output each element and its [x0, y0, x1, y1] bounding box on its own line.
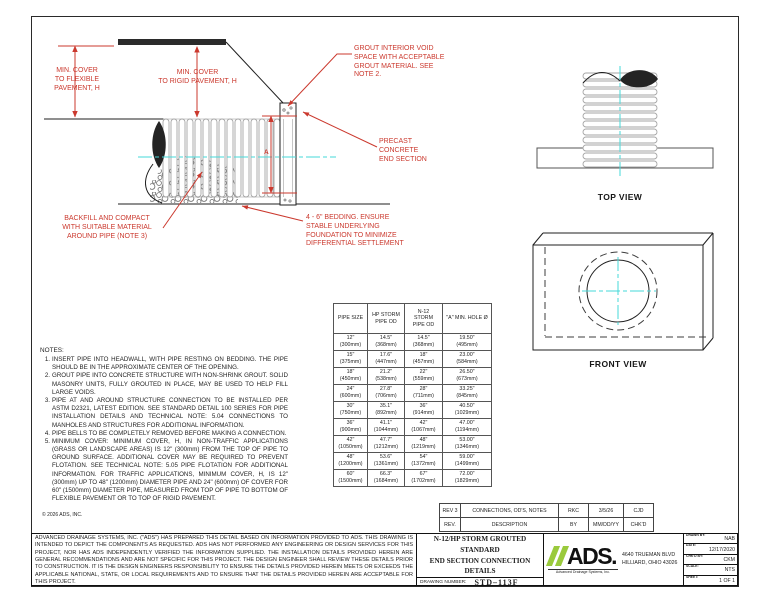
- note-item-3: 3. PIPE AT AND AROUND STRUCTURE CONNECTI…: [44, 396, 288, 429]
- rev-header-rev: REV.: [439, 517, 461, 532]
- table-row: 48" (1200mm)53.6" (1361mm) 54" (1372mm)5…: [333, 452, 492, 470]
- rev-chkd: CJD: [623, 503, 654, 518]
- pipe-crown-arc: [582, 72, 621, 84]
- precast-end-section-label: PRECAST CONCRETE END SECTION: [379, 138, 427, 163]
- rev-header-by: BY: [558, 517, 589, 532]
- grout-note-label: GROUT INTERIOR VOID SPACE WITH ACCEPTABL…: [354, 45, 445, 79]
- sheet-title: N-12/HP STORM GROUTED STANDARD END SECTI…: [429, 535, 531, 576]
- info-date: DATE: 12/17/2020: [684, 544, 737, 555]
- table-row: 36" (900mm)41.1" (1044mm) 42" (1067mm)47…: [333, 418, 492, 436]
- leader-precast: [302, 111, 378, 148]
- sheet-info-column: DRAWN BY: NAB DATE: 12/17/2020 CHK'D BY:…: [683, 533, 738, 586]
- ads-address: 4640 TRUEMAN BLVD HILLIARD, OHIO 43026: [622, 551, 678, 566]
- notes-section: NOTES: 1. INSERT PIPE INTO HEADWALL, WIT…: [40, 347, 288, 503]
- grout-speckles: [282, 106, 293, 203]
- note-item-4: 4. PIPE BELLS TO BE COMPLETELY REMOVED B…: [44, 429, 287, 437]
- cross-section-drawing: [44, 39, 390, 229]
- end-section-wall: [279, 102, 297, 206]
- logo-wordmark: ADS.: [567, 542, 617, 569]
- top-view-label: TOP VIEW: [597, 192, 643, 202]
- drawing-title-box: N-12/HP STORM GROUTED STANDARD END SECTI…: [416, 533, 544, 587]
- leader-backfill: [162, 171, 203, 229]
- dimension-a-label: A: [264, 149, 269, 156]
- col-header-min-hole: "A" MIN. HOLE Ø: [442, 303, 492, 334]
- table-row: 18" (450mm)21.2" (538mm) 22" (559mm)26.5…: [333, 367, 492, 385]
- table-row: 42" (1050mm)47.7" (1212mm) 48" (1219mm)5…: [333, 435, 492, 453]
- note-item-5: 5. MINIMUM COVER: MINIMUM COVER, H, IN N…: [44, 437, 288, 503]
- drawing-number-row: DRAWING NUMBER: STD–113F: [417, 577, 543, 587]
- min-cover-rigid-label: MIN. COVER TO RIGID PAVEMENT, H: [158, 69, 237, 85]
- table-row: 12" (300mm)14.5" (368mm) 14.5" (368mm)19…: [333, 333, 492, 351]
- table-row: 15" (375mm)17.6" (447mm) 18" (457mm)23.0…: [333, 350, 492, 368]
- table-row: 24" (600mm)27.8" (706mm) 28" (711mm)33.2…: [333, 384, 492, 402]
- rev-header-description: DESCRIPTION: [460, 517, 559, 532]
- rev-date: 3/5/26: [588, 503, 624, 518]
- info-sheet: SHEET: 1 OF 1: [686, 575, 735, 584]
- front-view-label: FRONT VIEW: [589, 359, 647, 369]
- drawing-number-label: DRAWING NUMBER:: [420, 580, 467, 586]
- grade-slope-line: [225, 41, 285, 105]
- headwall-front-face: [532, 244, 704, 351]
- notes-title: NOTES:: [40, 347, 64, 354]
- bedding-note-label: 4 - 6" BEDDING. ENSURE STABLE UNDERLYING…: [306, 214, 404, 248]
- copyright-text: © 2026 ADS, INC.: [42, 512, 83, 518]
- table-row: 30" (750mm)35.1" (892mm) 36" (914mm)40.5…: [333, 401, 492, 419]
- leader-grout: [287, 53, 352, 107]
- pipe-bell-cutaway: [152, 121, 166, 168]
- logo-caption: Advanced Drainage Systems, Inc.: [548, 568, 618, 574]
- min-hole-circle: [578, 251, 658, 331]
- hole-dimension-a: [262, 115, 297, 194]
- rev-header-date: MM/DD/YY: [588, 517, 624, 532]
- ads-logo-box: ADS. Advanced Drainage Systems, Inc. 464…: [543, 533, 684, 586]
- disclaimer-text: ADVANCED DRAINAGE SYSTEMS, INC. ("ADS") …: [31, 533, 417, 586]
- col-header-n12-od: N-12 STORM PIPE OD: [404, 303, 443, 334]
- ads-logo: ADS. Advanced Drainage Systems, Inc.: [544, 542, 622, 574]
- col-header-hp-od: HP STORM PIPE OD: [367, 303, 405, 334]
- rev-number: REV 3: [439, 503, 461, 518]
- revision-table: REV 3 CONNECTIONS, OD'S, NOTES RKC 3/5/2…: [439, 503, 654, 532]
- top-view-drawing: [536, 66, 714, 178]
- note-item-1: 1. INSERT PIPE INTO HEADWALL, WITH PIPE …: [44, 356, 288, 372]
- info-scale: SCALE: NTS: [684, 565, 737, 576]
- info-drawn-by: DRAWN BY: NAB: [684, 534, 737, 545]
- rev-by: RKC: [558, 503, 589, 518]
- title-block: ADVANCED DRAINAGE SYSTEMS, INC. ("ADS") …: [31, 533, 738, 587]
- min-cover-flexible-label: MIN. COVER TO FLEXIBLE PAVEMENT, H: [54, 67, 100, 92]
- bell-arc: [145, 163, 163, 204]
- pavement-surface: [118, 39, 226, 45]
- info-checked-by: CHK'D BY: CKM: [684, 555, 737, 566]
- rev-header-chkd: CHK'D: [623, 517, 654, 532]
- pipe-size-table: PIPE SIZE HP STORM PIPE OD N-12 STORM PI…: [333, 303, 492, 487]
- col-header-pipe-size: PIPE SIZE: [333, 303, 368, 334]
- leader-bedding: [241, 205, 304, 222]
- front-view-drawing: [532, 232, 714, 351]
- min-cover-dimensions: [58, 45, 200, 118]
- table-row: 60" (1500mm)66.3" (1684mm) 67" (1702mm)7…: [333, 469, 492, 487]
- pipe-corrugations-side: [162, 118, 281, 198]
- bell-cutaway-top: [620, 70, 658, 88]
- note-item-2: 2. GROUT PIPE INTO CONCRETE STRUCTURE WI…: [44, 372, 288, 396]
- sheet-border: [31, 16, 739, 587]
- drawing-number: STD–113F: [474, 578, 519, 588]
- backfill-note-label: BACKFILL AND COMPACT WITH SUITABLE MATER…: [62, 215, 152, 240]
- rev-description: CONNECTIONS, OD'S, NOTES: [460, 503, 559, 518]
